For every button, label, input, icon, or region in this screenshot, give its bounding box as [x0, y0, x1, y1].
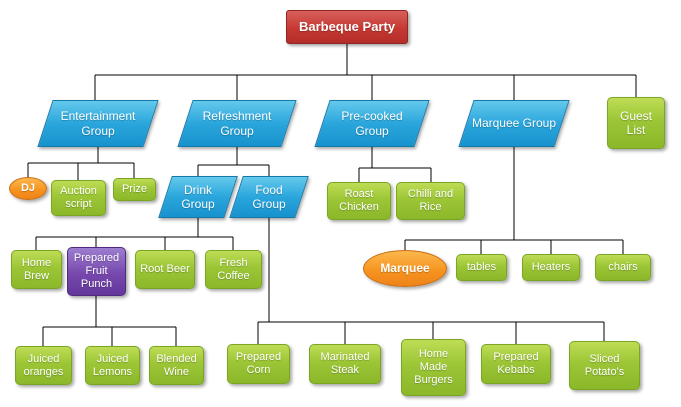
node-chilli-and-rice: Chilli and Rice: [396, 182, 465, 220]
node-heaters: Heaters: [522, 254, 580, 281]
node-prepared-fruit-punch: Prepared Fruit Punch: [67, 247, 126, 296]
node-root-beer: Root Beer: [135, 250, 195, 289]
node-marinated-steak: Marinated Steak: [309, 344, 381, 384]
node-prize: Prize: [113, 178, 156, 201]
node-marquee: Marquee: [363, 250, 447, 287]
node-tables: tables: [456, 254, 507, 281]
node-prepared-kebabs: Prepared Kebabs: [481, 344, 551, 384]
node-label: Refreshment Group: [202, 109, 272, 138]
node-home-made-burgers: Home Made Burgers: [401, 339, 466, 396]
node-marquee-group: Marquee Group: [458, 100, 570, 147]
node-food-group: Food Group: [229, 176, 309, 218]
node-blended-wine: Blended Wine: [149, 346, 204, 385]
node-juiced-oranges: Juiced oranges: [15, 346, 72, 385]
node-drink-group: Drink Group: [158, 176, 238, 218]
node-entertainment-group: Entertainment Group: [37, 100, 159, 147]
node-label: Pre-cooked Group: [341, 109, 403, 138]
node-guest-list: Guest List: [607, 97, 665, 149]
node-label: Marquee Group: [471, 116, 557, 131]
node-label: Food Group: [252, 182, 286, 211]
node-roast-chicken: Roast Chicken: [327, 182, 391, 220]
node-fresh-coffee: Fresh Coffee: [205, 250, 262, 289]
node-auction-script: Auction script: [51, 180, 106, 216]
node-sliced-potatos: Sliced Potato's: [569, 341, 640, 390]
node-home-brew: Home Brew: [11, 250, 62, 289]
node-chairs: chairs: [595, 254, 651, 281]
node-precooked-group: Pre-cooked Group: [314, 100, 430, 147]
node-juiced-lemons: Juiced Lemons: [85, 346, 140, 385]
node-label: Drink Group: [181, 182, 215, 211]
node-refreshment-group: Refreshment Group: [177, 100, 297, 147]
node-barbeque-party: Barbeque Party: [286, 10, 408, 44]
node-dj: DJ: [9, 177, 47, 200]
node-label: Entertainment Group: [60, 109, 136, 138]
node-prepared-corn: Prepared Corn: [227, 344, 290, 384]
